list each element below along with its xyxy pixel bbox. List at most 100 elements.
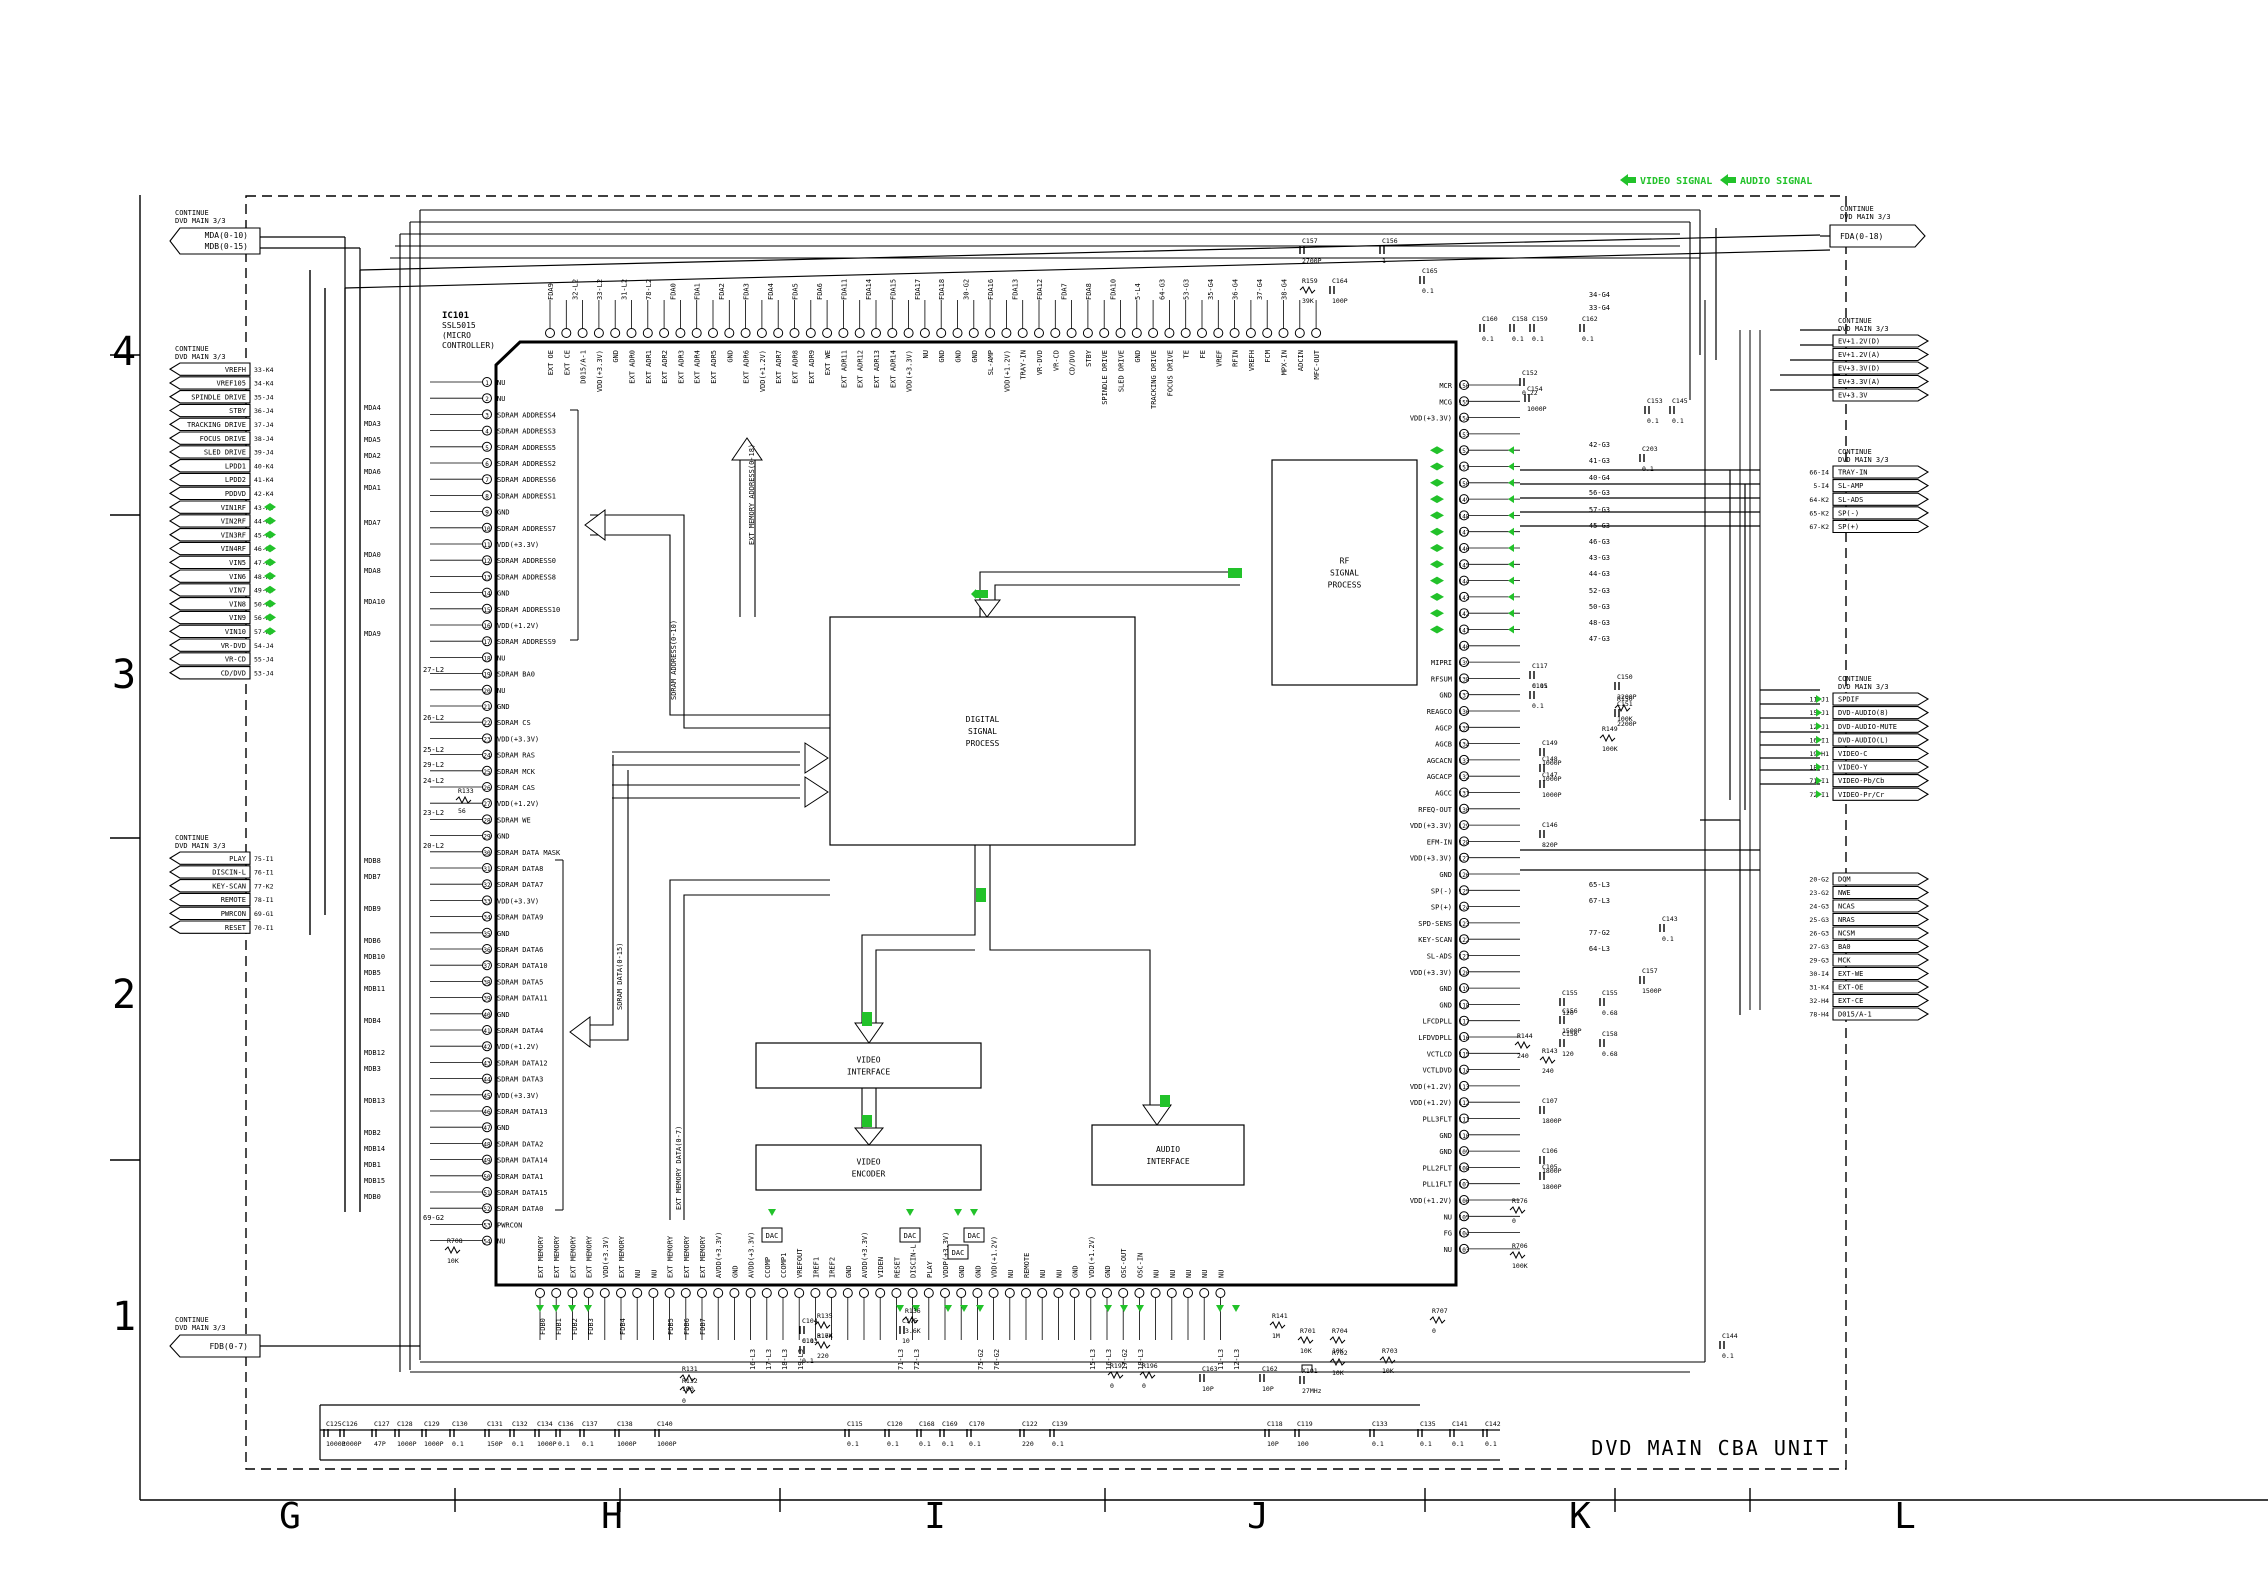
ic-pin-name: GND [497, 930, 510, 938]
ic-pin-name: OSC-IN [1136, 1253, 1144, 1278]
ic-pin-name: TRAY-IN [1020, 350, 1028, 380]
ic-pin-name: LFCDPLL [1422, 1018, 1452, 1026]
ic-pin [482, 652, 492, 663]
left-signal-ref: 50-K3 [254, 600, 274, 608]
ic-pin-name: VDD(+3.3V) [497, 897, 539, 905]
right-signal-flag [1832, 885, 1930, 900]
ic-pin [1115, 328, 1126, 338]
net-ref-label: 75-G2 [977, 1349, 985, 1370]
component-ref: C157 [1302, 237, 1318, 245]
bus-arrowhead [1142, 1104, 1172, 1126]
signal-flow-marker [1437, 560, 1444, 569]
right-signal-flag [1832, 966, 1930, 981]
right-signal-flag [1832, 980, 1930, 994]
component-value: 0.1 [1052, 1440, 1064, 1448]
ic-pin-number: 128 [1459, 839, 1470, 846]
ic-pin [745, 1288, 756, 1298]
component-ref: C163 [1202, 1365, 1218, 1373]
sdram-data-bus [590, 770, 629, 1041]
ic-pin [1197, 328, 1207, 338]
top-net-label: FDA11 [840, 279, 848, 300]
ic-pin [664, 1288, 675, 1298]
top-net-label: FDA7 [1060, 283, 1068, 300]
net-ref-label: 19-L3 [797, 1349, 805, 1370]
component-value: 10K [447, 1257, 459, 1265]
ic-pin [1459, 1080, 1469, 1091]
left-signal-flag [168, 541, 251, 556]
ic-pin-name: SDRAM ADDRESS5 [497, 444, 556, 452]
top-net-label: FDA1 [694, 283, 702, 300]
ic-pin [482, 733, 492, 744]
left-signal-flag [168, 555, 251, 570]
mda-net-label: MDA5 [364, 436, 381, 444]
component-value: 0.1 [1722, 1352, 1734, 1360]
ic-pin-number: 23 [483, 736, 491, 743]
right-signal-label: EV+1.2V(D) [1838, 338, 1880, 346]
zone-row-label: 1 [112, 1294, 136, 1340]
ic-pin-name: VDD(+3.3V) [497, 735, 539, 743]
resistor-symbol [814, 1340, 831, 1350]
ic-pin-number: 19 [483, 672, 491, 679]
fdb-net-label: FDB4 [619, 1318, 627, 1335]
signal-flow-marker [1508, 478, 1514, 487]
ic-pin-name: VDD(+3.3V) [1410, 415, 1452, 423]
ic-pin-name: SDRAM DATA12 [497, 1059, 548, 1067]
ic-pin-name: IREF2 [829, 1257, 837, 1278]
ic-pin-number: 113 [1459, 1084, 1470, 1091]
zone-col-label: I [924, 1496, 946, 1537]
ic-pin [1118, 1288, 1129, 1298]
ic-pin-name: VREFH [1248, 350, 1256, 371]
signal-flow-marker [1437, 576, 1444, 585]
net-ref-label: 57-G3 [1589, 506, 1610, 514]
ic-pin [482, 603, 492, 614]
ic-pin-name: AVDD(+3.3V) [715, 1232, 723, 1278]
ic-pin-name: NU [1055, 1270, 1063, 1278]
ic-pin [1053, 1288, 1064, 1298]
ic-pin-name: EXT ADR11 [840, 350, 848, 388]
ic-pin-name: EXT ADR6 [743, 350, 751, 384]
signal-flow-marker [976, 888, 986, 902]
component-value: 1 [1382, 257, 1386, 265]
ic-pin-number: 15 [483, 607, 491, 614]
ic-pin [1199, 1288, 1210, 1298]
ic-pin-name: NU [650, 1270, 658, 1278]
left-signal-label: VIN2RF [221, 518, 246, 526]
ic-pin-number: 9 [485, 510, 489, 517]
mdb-net-label: MDB10 [364, 953, 385, 961]
ic-pin-name: VDD(+3.3V) [1410, 969, 1452, 977]
signal-flow-marker [568, 1305, 576, 1312]
component-value: 150P [487, 1440, 503, 1448]
component-ref: R131 [682, 1365, 698, 1373]
dac-label: DAC [952, 1249, 965, 1257]
zone-row-label: 3 [112, 652, 136, 698]
ic-pin [1245, 328, 1256, 338]
ic-pin-name: GND [958, 1265, 966, 1278]
digital-signal-process-block-label: PROCESS [966, 739, 1000, 748]
top-net-label: 31-L2 [620, 279, 628, 300]
resistor-symbol [455, 795, 472, 805]
ic-pin [1459, 608, 1469, 619]
ic-pin-number: 44 [483, 1077, 491, 1084]
signal-flow-marker [1816, 790, 1822, 799]
ic-pin [968, 328, 979, 338]
fdb-net-label: FDB6 [683, 1318, 691, 1335]
ic-part: SSL5015 [442, 321, 476, 330]
ic-pin-name: SDRAM DATA4 [497, 1027, 543, 1035]
component-ref: R143 [1542, 1047, 1558, 1055]
component-value: 1000P [1542, 775, 1562, 783]
component-ref: C115 [1532, 682, 1548, 690]
video-signal-legend-arrow [1620, 174, 1628, 186]
ic-pin [1213, 328, 1224, 338]
component-value: 27MHz [1302, 1387, 1322, 1395]
audio-interface-block [1091, 1124, 1245, 1186]
ic-pin-name: SDRAM CS [497, 719, 531, 727]
ic-pin-name: TE [1183, 350, 1191, 358]
ic-pin-name: VR-CD [1052, 350, 1060, 371]
signal-flow-marker [270, 572, 276, 580]
ic-pin [1459, 673, 1469, 684]
ic-pin [1459, 836, 1469, 847]
ic-pin-name: GND [938, 350, 946, 363]
ic-pin-name: TRACKING DRIVE [1150, 350, 1158, 409]
ic-pin-name: MPX-IN [1281, 350, 1289, 375]
signal-flow-marker [1508, 446, 1514, 455]
